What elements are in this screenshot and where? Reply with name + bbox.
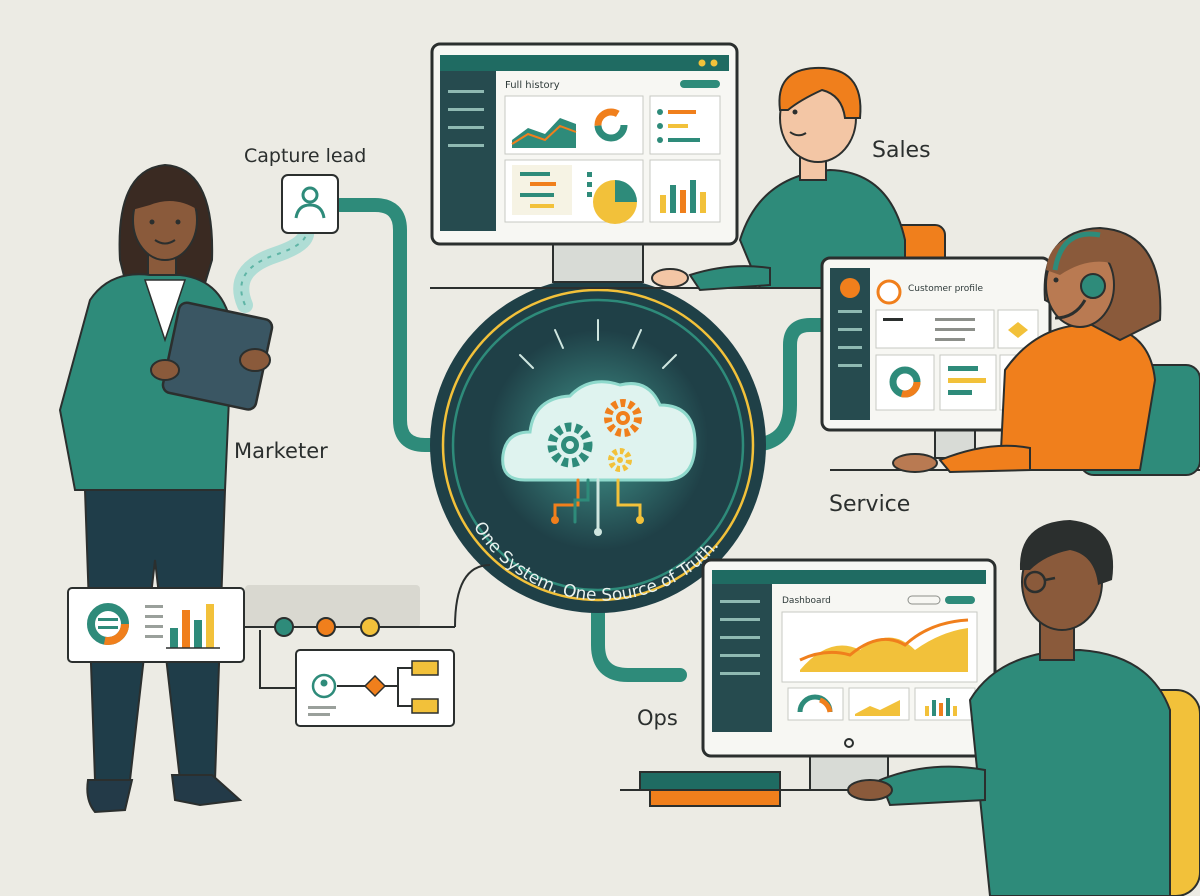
role-label-marketer: Marketer	[234, 439, 328, 463]
central-hub: One System. One Source of Truth.	[430, 277, 766, 613]
bar-chart-icon	[660, 180, 706, 213]
headset-icon	[1052, 231, 1106, 320]
flowchart-icon	[295, 649, 455, 727]
service-monitor: Customer profile	[820, 256, 1052, 459]
ops-screen-title: Dashboard	[782, 596, 831, 606]
role-label-sales: Sales	[872, 138, 931, 163]
cloud-icon	[501, 380, 697, 482]
capture-lead-card	[281, 174, 339, 234]
service-person	[892, 226, 1200, 476]
pipeline-flow	[245, 564, 491, 689]
role-label-service: Service	[829, 492, 910, 517]
role-label-ops: Ops	[637, 706, 678, 730]
user-icon	[840, 278, 860, 298]
sales-screen-title: Full history	[505, 80, 560, 91]
marketer-person	[58, 163, 274, 814]
ops-person	[847, 520, 1200, 896]
analytics-card	[67, 585, 420, 663]
donut-chart-icon	[594, 108, 628, 142]
gear-icon	[604, 399, 642, 437]
gear-icon	[547, 422, 593, 468]
gear-icon	[608, 448, 632, 472]
bar-chart-icon	[166, 604, 220, 649]
data-stream	[233, 214, 314, 313]
books	[639, 771, 781, 807]
ops-monitor: Dashboard	[701, 558, 997, 791]
circuit-lines	[553, 478, 642, 532]
sales-monitor: Full history	[430, 42, 739, 283]
capture-lead-label: Capture lead	[244, 145, 366, 167]
service-screen-title: Customer profile	[908, 284, 983, 294]
user-icon	[294, 186, 326, 219]
